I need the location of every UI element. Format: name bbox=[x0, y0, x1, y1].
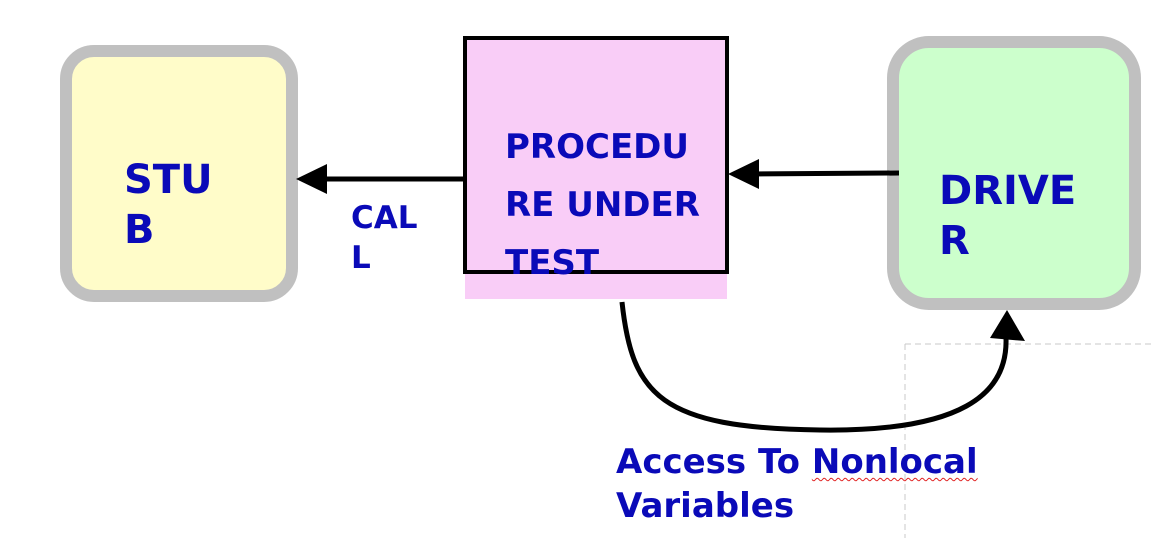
access-label-line2: Variables bbox=[616, 486, 795, 526]
procedure-label-line3: TEST bbox=[505, 243, 600, 283]
call-label-line2: L bbox=[351, 240, 371, 276]
call-label-line1: CAL bbox=[351, 200, 418, 236]
stub-label-line2: B bbox=[124, 207, 155, 253]
driver-label-line2: R bbox=[939, 218, 970, 264]
access-label-word2: Nonlocal bbox=[811, 442, 978, 482]
stub-label: STU B bbox=[124, 155, 213, 255]
procedure-shadow bbox=[465, 270, 727, 299]
procedure-label-line2: RE UNDER bbox=[505, 185, 700, 225]
driver-node[interactable] bbox=[887, 36, 1141, 310]
access-label-word1: Access To bbox=[616, 442, 801, 482]
access-edge-label: Access To Nonlocal Variables bbox=[616, 440, 978, 528]
procedure-label-line1: PROCEDU bbox=[505, 127, 690, 167]
procedure-label: PROCEDU RE UNDER TEST bbox=[505, 118, 700, 292]
call-edge-label: CAL L bbox=[351, 198, 418, 278]
stub-label-line1: STU bbox=[124, 157, 213, 203]
driver-label-line1: DRIVE bbox=[939, 168, 1077, 214]
driver-label: DRIVE R bbox=[939, 166, 1076, 266]
procedure-under-test-node[interactable] bbox=[463, 36, 729, 274]
stub-node[interactable] bbox=[60, 45, 298, 302]
